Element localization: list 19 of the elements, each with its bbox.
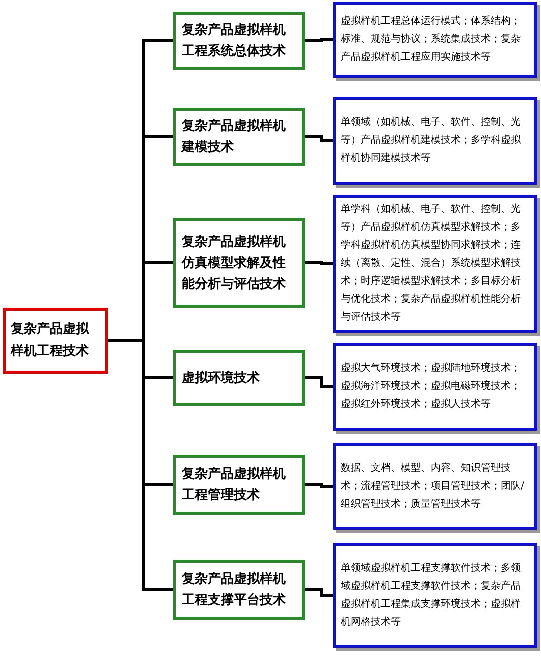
connector-line xyxy=(305,588,333,597)
connector-line xyxy=(305,484,333,488)
technology-box: 虚拟环境技术 xyxy=(173,350,305,406)
connector-line xyxy=(305,136,333,142)
root-box: 复杂产品虚拟样机工程技术 xyxy=(3,308,108,374)
connector-line xyxy=(305,376,333,388)
technology-box: 复杂产品虚拟样机工程管理技术 xyxy=(173,455,305,515)
connector-line xyxy=(305,38,333,42)
technology-box: 复杂产品虚拟样机建模技术 xyxy=(173,108,305,166)
technology-box: 复杂产品虚拟样机工程支撑平台技术 xyxy=(173,560,305,620)
technology-box: 复杂产品虚拟样机仿真模型求解及性能分析与评估技术 xyxy=(173,218,305,308)
detail-box: 数据、文档、模型、内容、知识管理技术；流程管理技术；项目管理技术；团队/组织管理技术；质量管理技术等 xyxy=(333,443,537,530)
detail-box: 虚拟样机工程总体运行模式；体系结构；标准、规范与协议；系统集成技术；复杂产品虚拟样机工程应用实施技术等 xyxy=(333,2,537,78)
technology-box: 复杂产品虚拟样机工程系统总体技术 xyxy=(173,12,305,70)
detail-box: 单学科（如机械、电子、软件、控制、光等）产品虚拟样机仿真模型求解技术；多学科虚拟样机仿真模型协同求解技术；连续（离散、定性、混合）系统模型求解技术；时序逻辑模型求解技术；多目标分析与优化技术；复杂产品虚拟样机性能分析与评估技术等 xyxy=(333,195,537,333)
detail-box: 单领域虚拟样机工程支撑软件技术；多领域虚拟样机工程支撑软件技术；复杂产品虚拟样机工程集成支撑环境技术；虚拟样机网格技术等 xyxy=(333,543,537,648)
detail-box: 虚拟大气环境技术；虚拟陆地环境技术；虚拟海洋环境技术；虚拟电磁环境技术；虚拟红外环境技术；虚拟人技术等 xyxy=(333,343,537,431)
detail-box: 单领域（如机械、电子、软件、控制、光等）产品虚拟样机建模技术；多学科虚拟样机协同建模技术等 xyxy=(333,97,537,185)
connector-line xyxy=(305,262,333,266)
